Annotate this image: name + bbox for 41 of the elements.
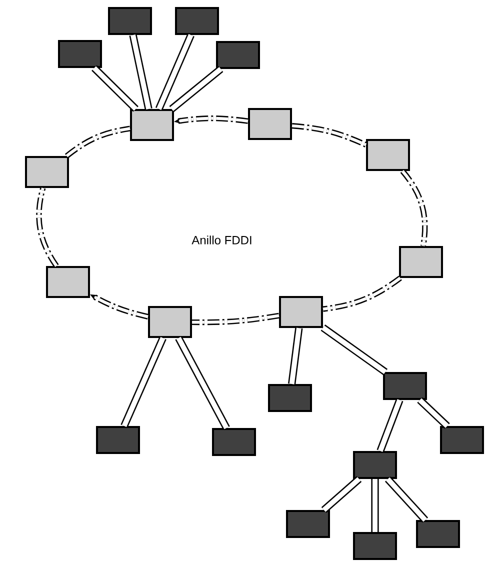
station-box: [248, 108, 292, 140]
terminal-box: [216, 41, 260, 69]
terminal-box: [268, 384, 312, 412]
cable: [175, 336, 230, 430]
cable: [321, 476, 362, 513]
terminal-box: [353, 532, 397, 560]
terminal-box: [212, 428, 256, 456]
terminal-box: [353, 451, 397, 479]
terminal-box: [383, 372, 427, 400]
station-box: [399, 246, 443, 278]
cable: [376, 398, 404, 452]
station-box: [46, 266, 90, 298]
terminal-box: [96, 426, 140, 454]
cable: [384, 476, 428, 523]
ring-link: [400, 169, 428, 246]
ring-link: [192, 312, 280, 326]
ring-label: Anillo FDDI: [192, 236, 252, 244]
terminal-box: [416, 520, 460, 548]
cable: [320, 324, 388, 376]
ring-link: [292, 123, 368, 148]
station-box: [366, 139, 410, 171]
cable: [120, 336, 166, 428]
station-box: [148, 306, 192, 338]
cable: [129, 34, 152, 110]
cable: [288, 328, 303, 384]
terminal-box: [58, 40, 102, 68]
station-box: [130, 109, 174, 141]
ring-link: [36, 187, 59, 268]
station-box: [279, 296, 323, 328]
ring-link: [64, 126, 130, 158]
cable: [155, 34, 194, 111]
terminal-box: [108, 7, 152, 35]
terminal-box: [175, 7, 219, 35]
cable: [169, 66, 224, 112]
station-box: [25, 156, 69, 188]
ring-link: [322, 276, 402, 312]
terminal-box: [440, 426, 484, 454]
terminal-box: [286, 510, 330, 538]
cable: [92, 65, 138, 112]
cable: [417, 397, 450, 429]
cable: [371, 479, 379, 532]
